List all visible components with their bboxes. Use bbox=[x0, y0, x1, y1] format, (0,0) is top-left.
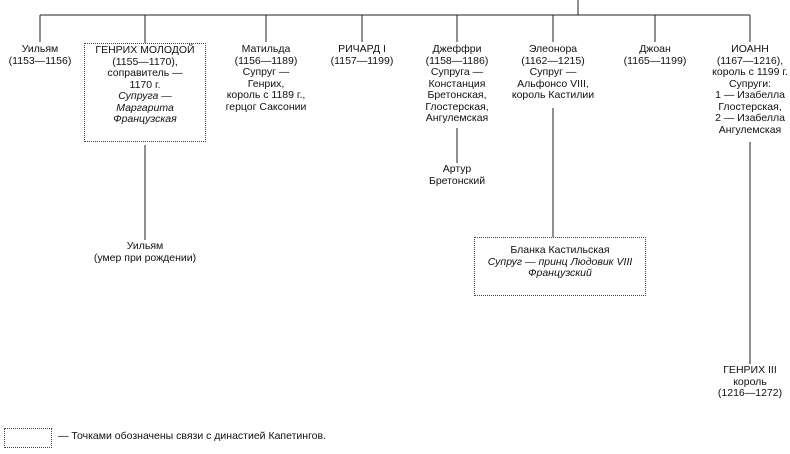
blanca-name: Бланка Кастильская bbox=[510, 244, 610, 256]
william2-note: (умер при рождении) bbox=[93, 251, 197, 264]
john-spouse-1: 1 — Изабелла bbox=[715, 89, 785, 101]
joan-years: (1165—1199) bbox=[623, 54, 687, 67]
john-spouses-label: Супруги: bbox=[728, 77, 772, 90]
legend-dotted-box bbox=[4, 428, 52, 448]
geoffrey-years: (1158—1186) bbox=[425, 54, 489, 67]
matilda-spouse-title: король с 1189 г., bbox=[226, 89, 306, 101]
matilda-years: (1156—1189) bbox=[234, 54, 298, 67]
henry-young-name: ГЕНРИХ МОЛОДОЙ bbox=[95, 44, 195, 56]
node-henry-the-young-king: ГЕНРИХ МОЛОДОЙ (1155—1170), соправитель … bbox=[84, 43, 206, 142]
henry3-title: король bbox=[733, 375, 767, 388]
geoffrey-spouse-title-2: Глостерская, bbox=[425, 100, 489, 113]
geoffrey-name: Джеффри bbox=[432, 43, 482, 55]
henry-young-role: соправитель — bbox=[107, 67, 183, 79]
node-richard-i: РИЧАРД I (1157—1199) bbox=[327, 43, 397, 67]
henry-young-spouse-house: Французская bbox=[113, 113, 177, 125]
john-reign: король с 1199 г. bbox=[712, 66, 788, 78]
john-years: (1167—1216), bbox=[716, 54, 784, 67]
richard-name: РИЧАРД I bbox=[338, 43, 386, 55]
eleanor-years: (1162—1215) bbox=[521, 54, 585, 67]
node-henry-iii: ГЕНРИХ III король (1216—1272) bbox=[705, 364, 790, 400]
blanca-spouse: Супруг — принц Людовик VIII bbox=[487, 255, 633, 268]
arthur-title: Бретонский bbox=[428, 174, 486, 187]
henry-young-role-year: 1170 г. bbox=[129, 78, 161, 91]
eleanor-spouse-name: Альфонсо VIII, bbox=[517, 77, 589, 90]
geoffrey-spouse-label: Супруга — bbox=[430, 66, 484, 78]
geoffrey-spouse-title-1: Бретонская, bbox=[427, 89, 487, 101]
william1-years: (1153—1156) bbox=[8, 54, 72, 67]
blanca-spouse-house: Французский bbox=[528, 267, 592, 279]
henry-young-years: (1155—1170), bbox=[112, 55, 178, 68]
node-joan: Джоан (1165—1199) bbox=[620, 43, 690, 67]
geoffrey-spouse-name: Констанция bbox=[428, 77, 486, 90]
henry-young-spouse-label: Супруга — bbox=[118, 90, 172, 102]
node-eleanor: Элеонора (1162—1215) Супруг — Альфонсо V… bbox=[503, 43, 603, 102]
henry3-name: ГЕНРИХ III bbox=[723, 364, 777, 376]
arthur-name: Артур bbox=[442, 163, 472, 175]
john-spouse-1-house: Глостерская, bbox=[718, 100, 782, 113]
henry3-years: (1216—1272) bbox=[717, 387, 783, 399]
eleanor-spouse-label: Супруг — bbox=[529, 66, 577, 78]
matilda-spouse-label: Супруг — bbox=[242, 66, 290, 78]
william2-name: Уильям bbox=[126, 240, 164, 252]
node-arthur: Артур Бретонский bbox=[415, 163, 499, 187]
john-name: ИОАНН bbox=[731, 43, 769, 55]
node-matilda: Матильда (1156—1189) Супруг — Генрих, ко… bbox=[211, 43, 321, 113]
geoffrey-spouse-title-3: Ангулемская bbox=[425, 112, 489, 124]
node-blanche-of-castile: Бланка Кастильская Супруг — принц Людови… bbox=[474, 237, 646, 296]
legend-text: — Точками обозначены связи с династией К… bbox=[58, 430, 327, 442]
node-william-1153: Уильям (1153—1156) bbox=[5, 43, 75, 67]
matilda-name: Матильда bbox=[241, 43, 291, 55]
eleanor-spouse-title: король Кастилии bbox=[511, 89, 595, 101]
william1-name: Уильям bbox=[21, 43, 59, 55]
node-geoffrey: Джеффри (1158—1186) Супруга — Констанция… bbox=[410, 43, 504, 125]
joan-name: Джоан bbox=[639, 43, 671, 55]
henry-young-spouse-name: Маргарита bbox=[116, 101, 174, 114]
matilda-spouse-name: Генрих, bbox=[247, 77, 285, 90]
node-john: ИОАНН (1167—1216), король с 1199 г. Супр… bbox=[701, 43, 790, 136]
richard-years: (1157—1199) bbox=[330, 54, 394, 67]
matilda-spouse-duchy: герцог Саксонии bbox=[225, 100, 307, 113]
node-william-stillborn: Уильям (умер при рождении) bbox=[80, 240, 210, 264]
john-spouse-2: 2 — Изабелла bbox=[715, 112, 785, 124]
eleanor-name: Элеонора bbox=[528, 43, 578, 55]
john-spouse-2-house: Ангулемская bbox=[718, 123, 782, 136]
